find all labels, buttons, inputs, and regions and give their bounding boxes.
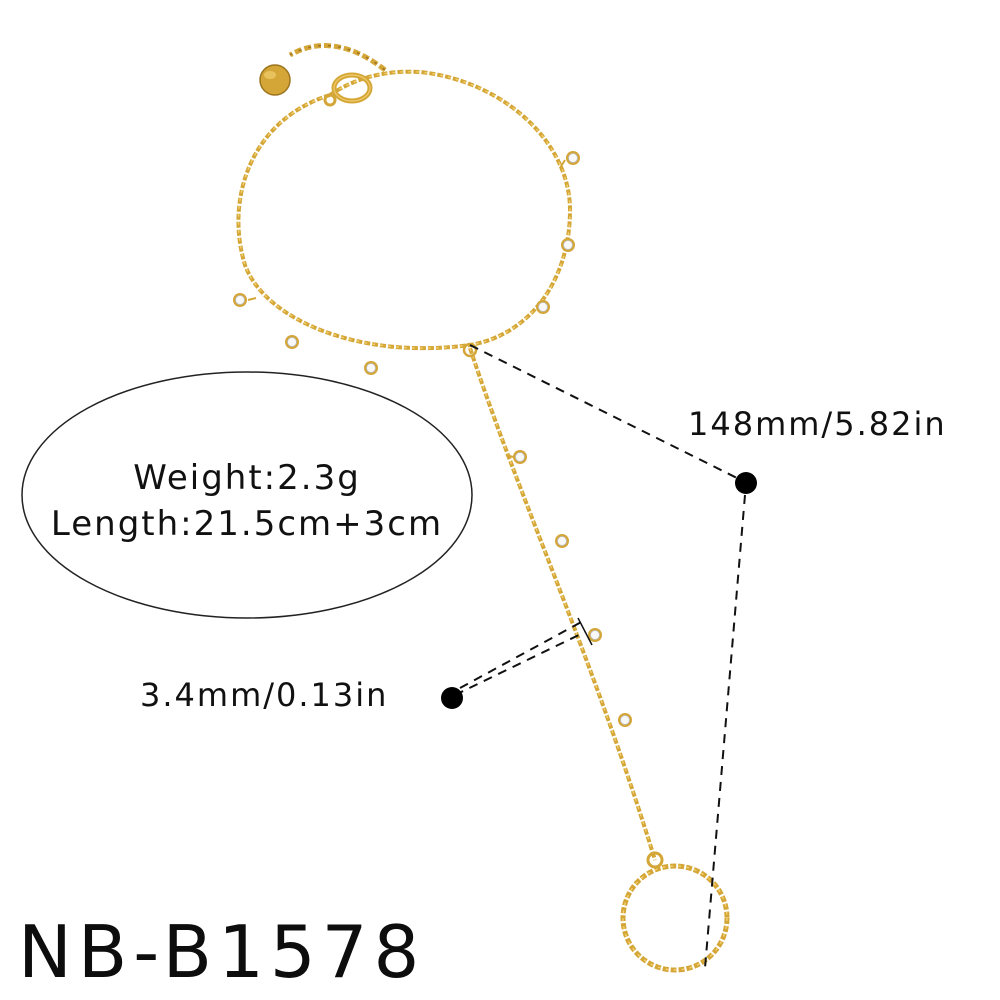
lobster-clasp xyxy=(323,72,373,107)
length-spec: Length:21.5cm+3cm xyxy=(50,504,444,544)
product-sku: NB-B1578 xyxy=(18,910,426,994)
extender-chain xyxy=(288,43,387,72)
spec-ellipse xyxy=(21,371,473,619)
finger-ring xyxy=(620,863,730,973)
drop-chain xyxy=(462,342,664,869)
dimension-lines xyxy=(454,344,746,969)
width-marker-dot xyxy=(441,687,463,709)
drop-length-label: 148mm/5.82in xyxy=(688,405,947,443)
length-marker-dot xyxy=(735,472,757,494)
bracelet-chain xyxy=(236,69,573,351)
weight-spec: Weight:2.3g xyxy=(133,458,361,498)
tag-disc xyxy=(259,64,291,96)
bezel-charms xyxy=(233,151,632,727)
spec-block: Weight:2.3g Length:21.5cm+3cm xyxy=(22,455,472,547)
chain-width-label: 3.4mm/0.13in xyxy=(140,676,389,714)
